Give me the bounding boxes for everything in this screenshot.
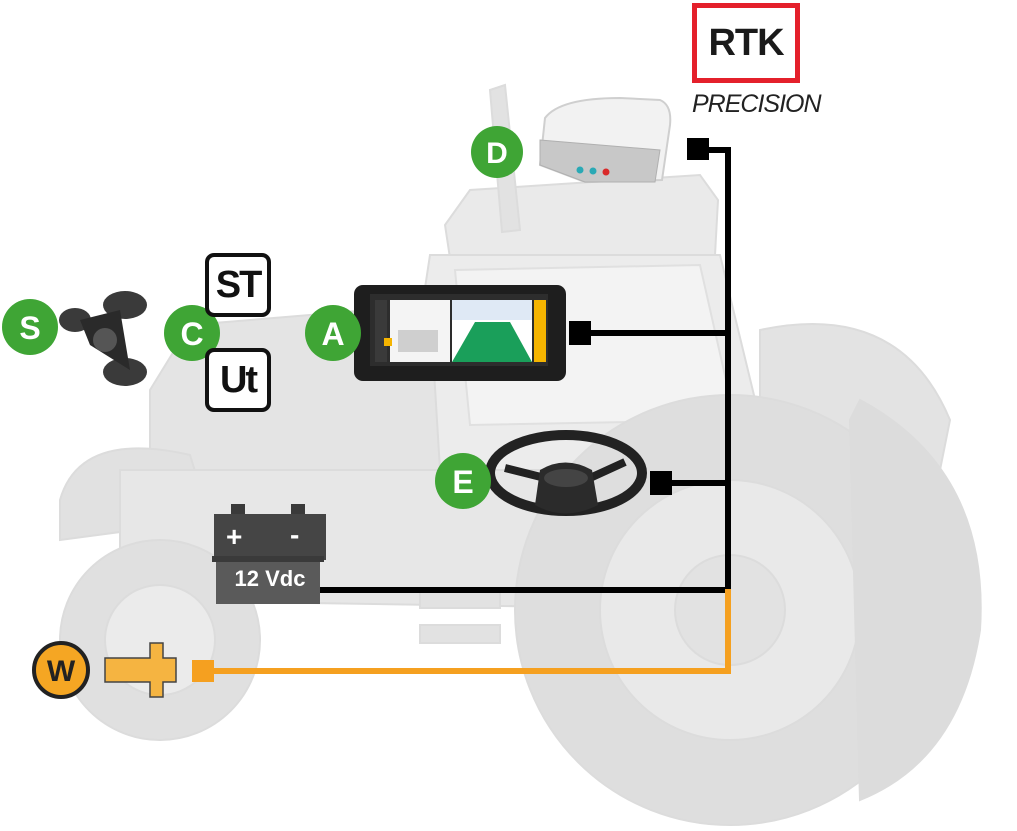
battery-voltage-label: 12 Vdc [234, 566, 306, 591]
protocol-ut-label: Ut [219, 358, 258, 401]
protocol-st-label: ST [215, 263, 263, 306]
battery-minus-terminal: - [290, 519, 300, 550]
badge-e: E [435, 453, 491, 509]
battery [212, 504, 326, 604]
rtk-logo: RTK [692, 3, 800, 83]
connector-display [569, 321, 591, 345]
connector-rtk [687, 138, 709, 160]
badge-s-label: S [19, 310, 40, 346]
steering-wheel [485, 430, 647, 516]
badge-a-label: A [321, 316, 344, 352]
badge-a: A [305, 305, 361, 361]
display-terminal [354, 285, 566, 381]
badge-w: W [32, 641, 90, 699]
badge-w-label: W [47, 655, 76, 688]
rtk-receiver [538, 96, 672, 184]
rtk-logo-text: RTK [708, 21, 784, 64]
suction-mount [59, 291, 147, 386]
wheel-angle-sensor [104, 642, 177, 698]
protocol-ut-box: Ut [205, 348, 271, 412]
connector-steering [650, 471, 672, 495]
connector-wheel-sensor [192, 660, 214, 682]
badge-c: C [164, 305, 220, 361]
rtk-subtitle: PRECISION [692, 90, 822, 118]
wire-wheel-sensor [202, 589, 731, 674]
badge-d-label: D [486, 137, 508, 170]
badge-d: D [471, 126, 523, 178]
tractor-silhouette [59, 83, 982, 826]
wiring [202, 147, 731, 674]
battery-plus-terminal: + [226, 521, 243, 552]
badge-s: S [2, 299, 58, 355]
badge-c-label: C [180, 316, 203, 352]
protocol-st-box: ST [205, 253, 271, 317]
badge-e-label: E [452, 464, 473, 500]
